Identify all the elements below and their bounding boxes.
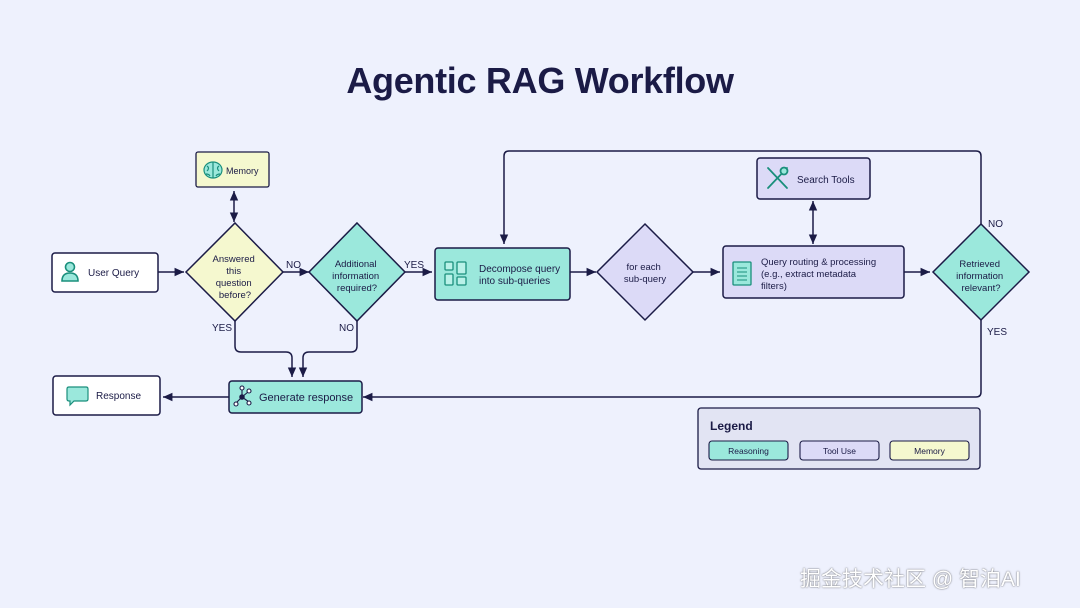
svg-text:for each sub-query: for each sub-query	[624, 262, 666, 285]
network-icon	[233, 385, 252, 407]
query-routing-node[interactable]: Query routing & processing (e.g., extrac…	[722, 245, 905, 299]
legend-item-reasoning: Reasoning	[708, 440, 789, 461]
legend-label-memory: Memory	[914, 446, 945, 456]
brain-icon	[203, 161, 223, 179]
decompose-query-node[interactable]: Decompose query into sub-queries	[434, 247, 571, 301]
chat-bubble-icon	[66, 386, 89, 407]
foreach-line-1: for each	[627, 262, 661, 273]
user-query-label: User Query	[88, 268, 139, 279]
user-query-node[interactable]: User Query	[51, 252, 159, 293]
edge-retrieved-no-loop	[499, 150, 982, 244]
edges	[158, 150, 982, 402]
additional-line-3: required?	[337, 283, 377, 294]
retrieved-line-1: Retrieved	[959, 259, 1000, 270]
svg-text:Decompose query into s: Decompose query into sub-queries	[479, 264, 563, 287]
answered-line-3: question	[216, 278, 252, 289]
answered-line-1: Answered	[213, 254, 255, 265]
legend: Legend Reasoning Tool Use Memory	[697, 407, 981, 470]
edge-answered-yes	[234, 320, 297, 377]
edge-additional-no	[298, 320, 358, 377]
answered-line-2: this	[226, 266, 241, 277]
answered-line-4: before?	[219, 290, 251, 301]
document-icon	[732, 261, 752, 286]
foreach-line-2: sub-query	[624, 274, 666, 285]
answered-before-decision[interactable]: Answered this question before?	[184, 221, 285, 323]
retrieved-line-3: relevant?	[961, 283, 1000, 294]
diagram-title: Agentic RAG Workflow	[346, 60, 734, 101]
legend-label-tool-use: Tool Use	[823, 446, 856, 456]
retrieved-line-2: information	[956, 271, 1003, 282]
search-tools-label: Search Tools	[797, 175, 855, 186]
edge-label-retrieved-yes: YES	[987, 327, 1007, 338]
layout-grid-icon	[444, 261, 467, 286]
svg-text:Retrieved information: Retrieved information relevant?	[956, 259, 1006, 294]
decompose-line-2: into sub-queries	[479, 276, 550, 287]
svg-text:Additional information: Additional information required?	[332, 259, 382, 294]
response-node[interactable]: Response	[52, 375, 161, 416]
svg-text:Query routing & processing: Query routing & processing (e.g., extrac…	[761, 257, 879, 292]
additional-line-1: Additional	[335, 259, 377, 270]
edge-label-additional-no: NO	[339, 323, 354, 334]
legend-item-tool-use: Tool Use	[799, 440, 880, 461]
for-each-subquery-decision[interactable]: for each sub-query	[595, 222, 695, 322]
edge-label-answered-yes: YES	[212, 323, 232, 334]
routing-line-1: Query routing & processing	[761, 257, 876, 268]
legend-title: Legend	[710, 419, 753, 433]
edge-label-additional-yes: YES	[404, 260, 424, 271]
legend-label-reasoning: Reasoning	[728, 446, 769, 456]
legend-item-memory: Memory	[889, 440, 970, 461]
decompose-line-1: Decompose query	[479, 264, 560, 275]
generate-response-label: Generate response	[259, 392, 353, 404]
watermark: 掘金技术社区 @ 智泊AI	[800, 568, 1021, 591]
response-label: Response	[96, 391, 141, 402]
edge-label-retrieved-no: NO	[988, 219, 1003, 230]
edge-retrieved-yes	[363, 320, 982, 402]
edge-label-answered-no: NO	[286, 260, 301, 271]
routing-line-3: filters)	[761, 281, 787, 292]
search-tools-node[interactable]: Search Tools	[756, 157, 871, 200]
retrieved-relevant-decision[interactable]: Retrieved information relevant?	[931, 222, 1031, 322]
tools-icon	[767, 166, 789, 189]
memory-label: Memory	[226, 166, 259, 176]
memory-node[interactable]: Memory	[195, 151, 270, 188]
routing-line-2: (e.g., extract metadata	[761, 269, 857, 280]
generate-response-node[interactable]: Generate response	[228, 380, 363, 414]
additional-info-decision[interactable]: Additional information required?	[307, 221, 407, 323]
user-icon	[61, 261, 79, 282]
svg-text:Answered this: Answered this question before?	[213, 254, 258, 301]
additional-line-2: information	[332, 271, 379, 282]
